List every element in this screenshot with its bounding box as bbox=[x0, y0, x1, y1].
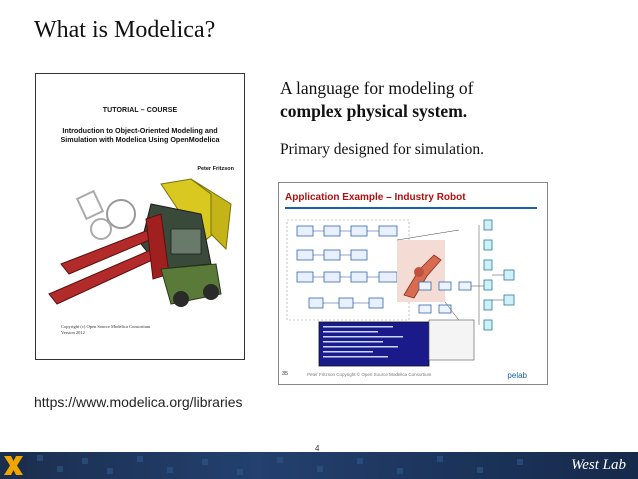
slide-title: What is Modelica? bbox=[34, 17, 216, 43]
footer-bar: West Lab bbox=[0, 452, 638, 479]
cover-copyright-line1: Copyright (c) Open Source Modelica Conso… bbox=[61, 324, 151, 329]
intro-line-3: Primary designed for simulation. bbox=[280, 141, 485, 158]
cover-heading: TUTORIAL – COURSE bbox=[102, 107, 178, 114]
forklift-illustration bbox=[48, 178, 232, 307]
cover-copyright-line2: Version 2012 bbox=[61, 330, 85, 335]
application-example-image: Application Example – Industry Robot bbox=[278, 182, 548, 385]
page-number: 4 bbox=[315, 444, 320, 453]
pixel-pattern bbox=[37, 455, 523, 475]
x-logo-icon bbox=[0, 452, 27, 479]
robot-model-diagram bbox=[286, 219, 515, 367]
intro-line-2: complex physical system. bbox=[280, 101, 468, 121]
pelab-logo: pelab bbox=[507, 371, 527, 380]
cover-copyright: Copyright (c) Open Source Modelica Conso… bbox=[61, 324, 150, 336]
library-url[interactable]: https://www.modelica.org/libraries bbox=[34, 394, 243, 410]
app-example-footer: 35 Peter Fritzson Copyright © Open Sourc… bbox=[279, 370, 547, 384]
app-title-rule bbox=[285, 207, 537, 209]
cover-subtitle: Introduction to Object-Oriented Modeling… bbox=[60, 126, 220, 144]
app-copyright: Peter Fritzson Copyright © Open Source M… bbox=[307, 372, 432, 377]
intro-line-1: A language for modeling of bbox=[280, 78, 474, 98]
app-slide-number: 35 bbox=[282, 371, 289, 377]
app-example-title: Application Example – Industry Robot bbox=[285, 192, 466, 203]
cover-author: Peter Fritzson bbox=[197, 166, 234, 172]
book-cover-image: TUTORIAL – COURSE Introduction to Object… bbox=[35, 73, 245, 360]
footer-brand: West Lab bbox=[571, 457, 626, 473]
